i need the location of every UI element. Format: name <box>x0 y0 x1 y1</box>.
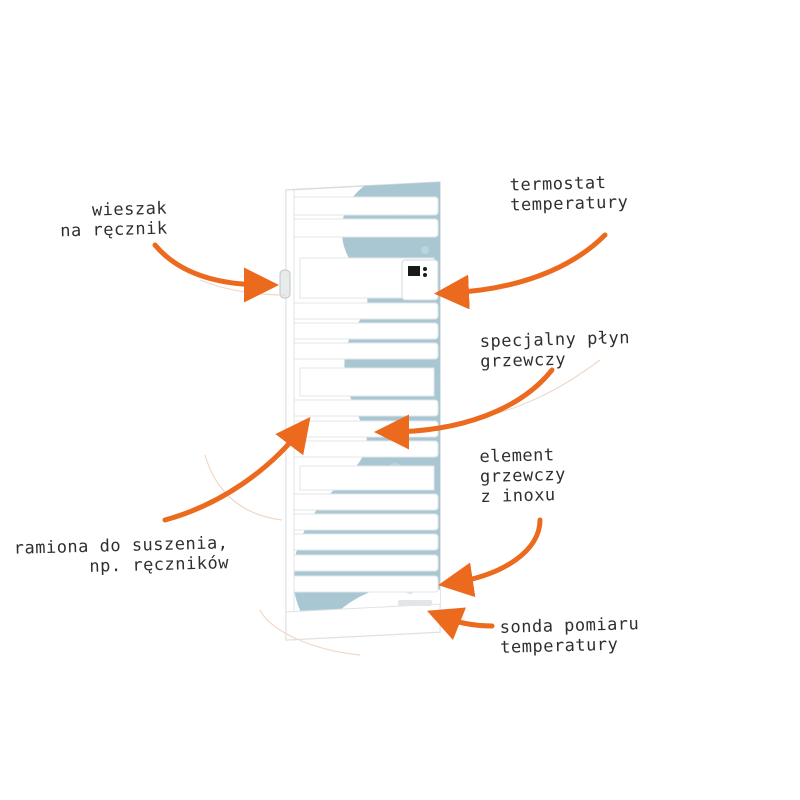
label-line: grzewczy <box>480 349 567 372</box>
arrow-arms <box>162 416 311 523</box>
annotation-arrows <box>152 232 608 641</box>
thermostat-display <box>408 266 420 276</box>
label-towel-hanger: wieszak na ręcznik <box>59 198 168 242</box>
arrow-sensor <box>427 607 495 641</box>
temperature-sensor <box>398 600 432 606</box>
arrow-element <box>438 517 543 598</box>
arrow-heating-plate <box>374 367 555 450</box>
arrow-thermostat <box>434 232 608 310</box>
label-line: specjalny płyn <box>479 328 631 352</box>
towel-hanger <box>279 269 291 299</box>
left-rail <box>285 189 295 641</box>
lower-open-window <box>299 465 435 491</box>
label-line: grzewczy <box>479 464 567 488</box>
label-line: temperatury <box>500 634 619 658</box>
label-line: sonda pomiaru <box>499 614 640 638</box>
thermostat-unit <box>401 259 439 301</box>
label-line: z inoxu <box>480 485 556 508</box>
label-heating-plate: specjalny płyn grzewczy <box>480 328 631 372</box>
towel-radiator <box>279 181 441 641</box>
label-thermostat: termostat temperatury <box>509 172 629 216</box>
arrow-towel-hanger <box>152 242 279 303</box>
label-line: element <box>479 445 555 468</box>
middle-open-window <box>299 367 435 397</box>
label-line: temperatury <box>510 192 629 216</box>
label-sensor: sonda pomiaru temperatury <box>500 614 641 658</box>
label-arms: ramiona do suszenia, np. ręczników <box>14 533 230 579</box>
label-element: element grzewczy z inoxu <box>479 445 566 507</box>
label-line: wieszak <box>91 198 168 221</box>
label-line: na ręcznik <box>60 218 168 242</box>
